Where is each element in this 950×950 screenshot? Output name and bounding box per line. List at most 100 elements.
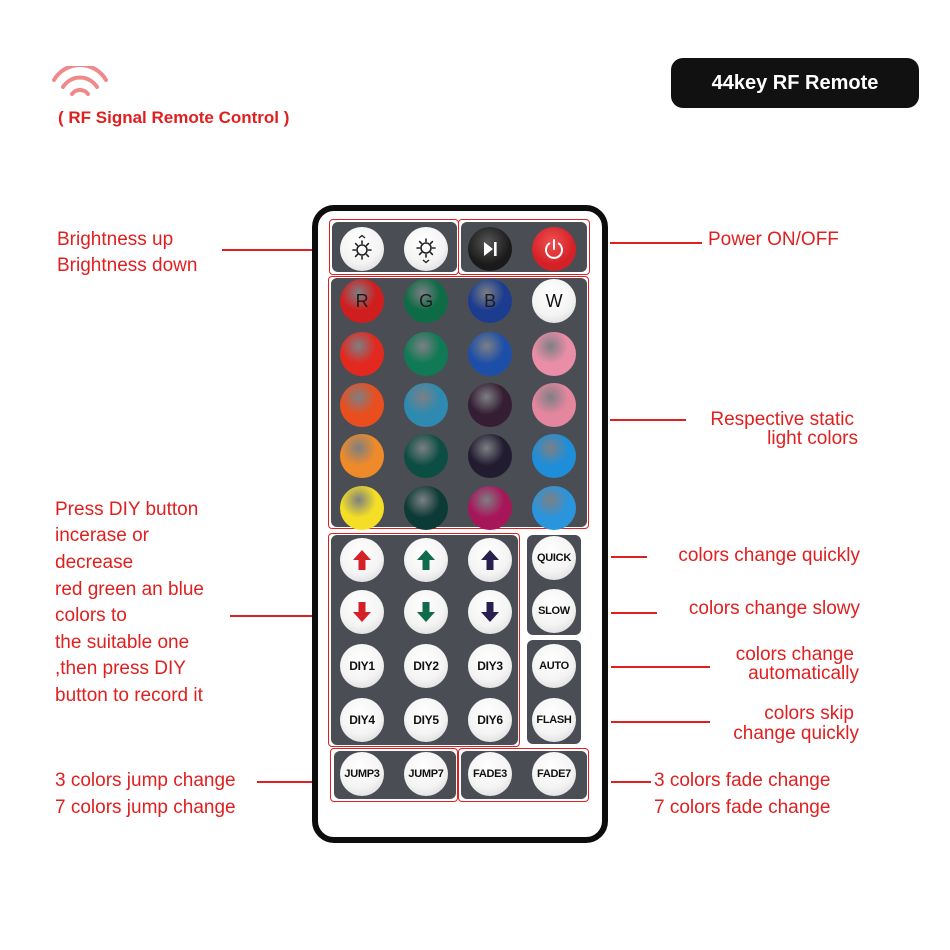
arrow-up-green-icon (417, 550, 435, 570)
slow-button[interactable]: SLOW (532, 589, 576, 633)
diy-label-line-7: ,then press DIY (55, 658, 186, 679)
color-button-r2c2[interactable] (404, 332, 448, 376)
arrow-up-blue-button[interactable] (468, 538, 512, 582)
arrow-down-green-icon (417, 602, 435, 622)
arrow-up-red-button[interactable] (340, 538, 384, 582)
diy-button-diy4-label: DIY4 (349, 713, 375, 727)
play-pause-button[interactable] (468, 227, 512, 271)
auto-leader-line (611, 666, 710, 668)
color-button-r2c3[interactable] (468, 332, 512, 376)
arrow-down-green-button[interactable] (404, 590, 448, 634)
diy-button-diy2[interactable]: DIY2 (404, 644, 448, 688)
color-button-r4c2[interactable] (404, 434, 448, 478)
diy-label-line-2: incerase or (55, 525, 149, 546)
color-button-r5c2[interactable] (404, 486, 448, 530)
brightness-down-icon (416, 238, 436, 264)
color-button-r1c2[interactable]: G (404, 279, 448, 323)
diy-leader-line (230, 615, 330, 617)
diy-label-line-4: red green an blue (55, 579, 204, 600)
fade-leader-line (611, 781, 651, 783)
power-group-frame (458, 219, 590, 275)
color-button-r1c4[interactable]: W (532, 279, 576, 323)
color-button-r2c1[interactable] (340, 332, 384, 376)
fade7-button-label: FADE7 (537, 768, 571, 780)
quick-button[interactable]: QUICK (532, 536, 576, 580)
jump3-button[interactable]: JUMP3 (340, 752, 384, 796)
slow-button-label: SLOW (538, 605, 570, 617)
quick-label: colors change quickly (678, 545, 860, 566)
fade3-button-label: FADE3 (473, 768, 507, 780)
arrow-up-green-button[interactable] (404, 538, 448, 582)
fade-group-frame (458, 748, 589, 802)
power-leader-line (610, 242, 702, 244)
color-button-r5c1[interactable] (340, 486, 384, 530)
diy-label-line-8: button to record it (55, 685, 203, 706)
arrow-up-red-icon (353, 550, 371, 570)
jump3-label: 3 colors jump change (55, 770, 236, 791)
slow-label: colors change slowy (688, 598, 860, 619)
auto-button-label: AUTO (539, 660, 569, 672)
arrow-down-blue-icon (481, 602, 499, 622)
signal-icon (52, 66, 108, 96)
diy-group-frame (328, 533, 520, 747)
color-button-r2c4[interactable] (532, 332, 576, 376)
diy-button-diy6[interactable]: DIY6 (468, 698, 512, 742)
arrow-up-blue-icon (481, 550, 499, 570)
static-colors-label-2: light colors (767, 428, 858, 449)
diy-button-diy4[interactable]: DIY4 (340, 698, 384, 742)
color-group-frame (328, 276, 589, 529)
auto-button[interactable]: AUTO (532, 644, 576, 688)
diy-button-diy1[interactable]: DIY1 (340, 644, 384, 688)
static-colors-leader-line (610, 419, 686, 421)
fade7-label: 7 colors fade change (654, 797, 831, 818)
arrow-down-red-button[interactable] (340, 590, 384, 634)
brightness-down-button[interactable] (404, 227, 448, 271)
color-button-r3c3[interactable] (468, 383, 512, 427)
power-button[interactable] (532, 227, 576, 271)
diy-button-diy3[interactable]: DIY3 (468, 644, 512, 688)
auto-label-2: automatically (748, 663, 859, 684)
color-button-r5c4[interactable] (532, 486, 576, 530)
color-button-r1c4-label: W (545, 290, 563, 311)
auto-label-1: colors change (735, 644, 854, 665)
brightness-up-icon (352, 234, 372, 260)
color-button-r1c2-label: G (419, 290, 433, 311)
power-label: Power ON/OFF (708, 229, 839, 250)
arrow-down-blue-button[interactable] (468, 590, 512, 634)
jump-group-frame (330, 748, 458, 802)
color-button-r1c1[interactable]: R (340, 279, 384, 323)
brightness-down-label: Brightness down (57, 255, 198, 276)
fade7-button[interactable]: FADE7 (532, 752, 576, 796)
diy-button-diy3-label: DIY3 (477, 659, 503, 673)
quick-button-label: QUICK (537, 552, 571, 564)
jump-leader-line (257, 781, 332, 783)
diy-label-line-1: Press DIY button (55, 499, 199, 520)
color-button-r1c3[interactable]: B (468, 279, 512, 323)
brightness-leader-line (222, 249, 332, 251)
brightness-up-button[interactable] (340, 227, 384, 271)
flash-label-1: colors skip (764, 703, 854, 724)
diy-label-line-5: colors to (55, 605, 127, 626)
diy-button-diy6-label: DIY6 (477, 713, 503, 727)
jump7-button[interactable]: JUMP7 (404, 752, 448, 796)
flash-button[interactable]: FLASH (532, 698, 576, 742)
color-button-r3c4[interactable] (532, 383, 576, 427)
fade3-button[interactable]: FADE3 (468, 752, 512, 796)
color-button-r1c3-label: B (484, 290, 496, 311)
color-button-r3c2[interactable] (404, 383, 448, 427)
slow-leader-line (611, 612, 657, 614)
brightness-up-label: Brightness up (57, 229, 174, 250)
static-colors-label-1: Respective static (710, 409, 854, 430)
color-button-r4c4[interactable] (532, 434, 576, 478)
diy-button-diy2-label: DIY2 (413, 659, 439, 673)
color-button-r4c3[interactable] (468, 434, 512, 478)
rf-title: ( RF Signal Remote Control ) (58, 108, 290, 127)
color-button-r4c1[interactable] (340, 434, 384, 478)
color-button-r3c1[interactable] (340, 383, 384, 427)
diy-button-diy5-label: DIY5 (413, 713, 439, 727)
diy-button-diy5[interactable]: DIY5 (404, 698, 448, 742)
flash-label-2: change quickly (733, 723, 859, 744)
color-button-r1c1-label: R (355, 290, 369, 311)
product-badge: 44key RF Remote (671, 58, 919, 108)
color-button-r5c3[interactable] (468, 486, 512, 530)
